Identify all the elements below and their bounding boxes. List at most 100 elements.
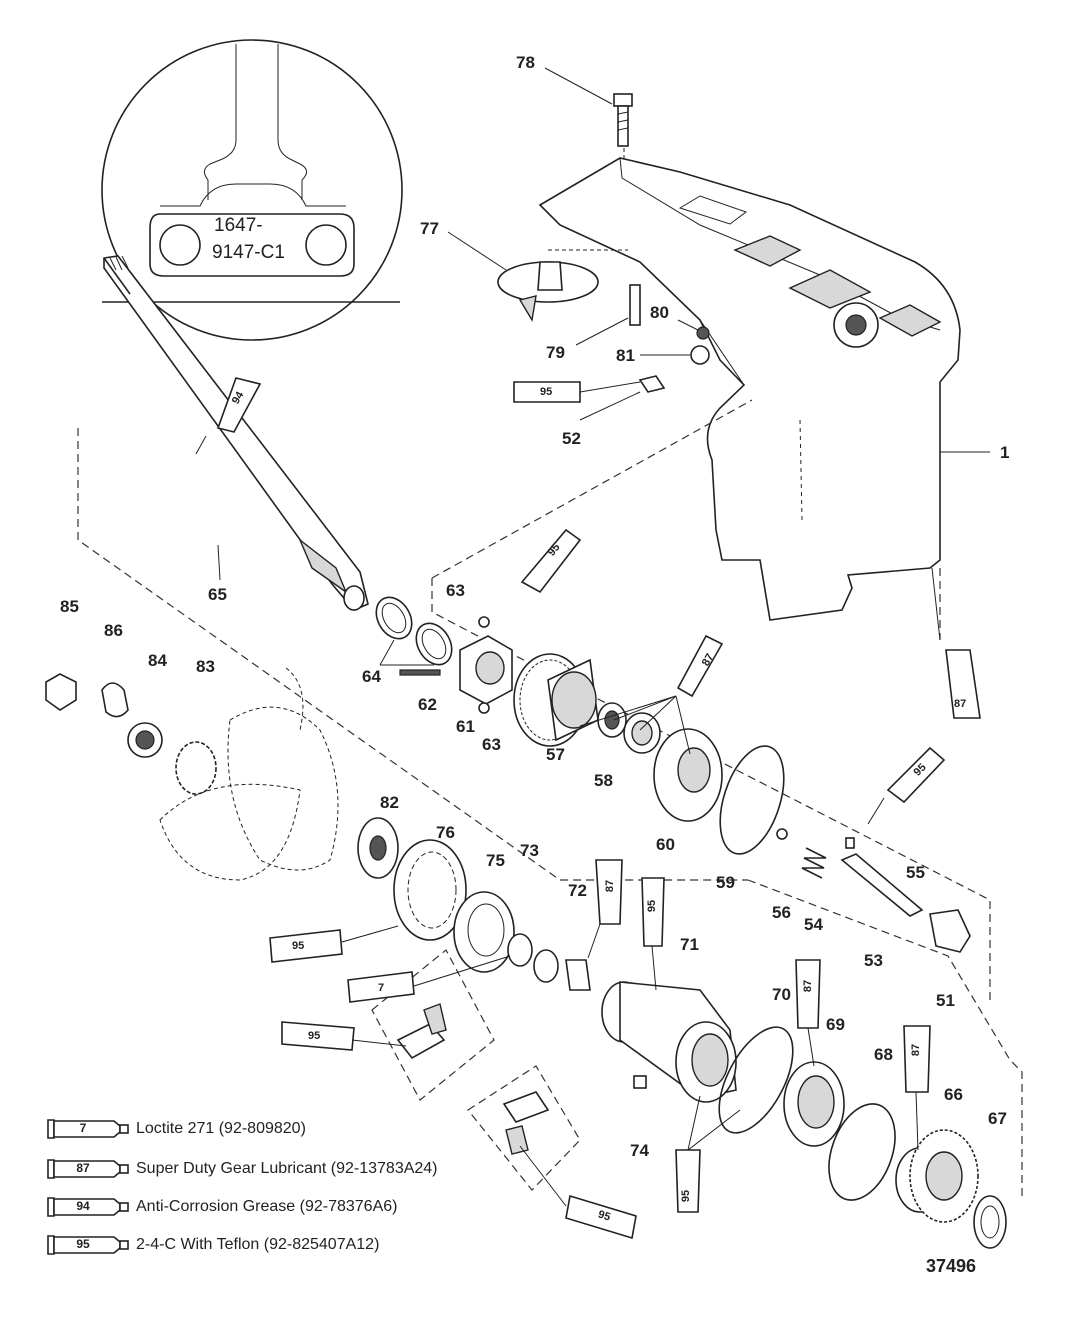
part-label-1: 1 (1000, 443, 1010, 462)
bearing-76 (393, 839, 467, 941)
tube-label-95-52: 95 (540, 386, 553, 398)
bearings-58 (597, 702, 661, 754)
tube-label-87-66: 87 (910, 1043, 923, 1057)
part-label-84: 84 (148, 651, 167, 670)
tube-icon: 94 (48, 1196, 128, 1218)
tube-label-95-71: 95 (646, 899, 659, 913)
tube-label-87-housing: 87 (954, 698, 967, 710)
legend-row-95: 95 2-4-C With Teflon (92-825407A12) (48, 1233, 379, 1257)
clutch-61 (399, 616, 513, 714)
bearing-carrier-71 (601, 981, 737, 1103)
propeller-shaft (103, 255, 369, 611)
part-label-63-top: 63 (446, 581, 465, 600)
part-label-53: 53 (864, 951, 883, 970)
drawing-number: 37496 (926, 1256, 977, 1276)
tube-icon: 95 (48, 1234, 128, 1256)
legend-text: Super Duty Gear Lubricant (92-13783A24) (136, 1160, 438, 1177)
part-label-57: 57 (546, 745, 565, 764)
tube-label-87-72: 87 (604, 879, 617, 893)
part-52 (579, 375, 666, 421)
tube-label-7-73: 7 (378, 982, 385, 994)
detail-circle (101, 39, 403, 341)
part-label-82: 82 (380, 793, 399, 812)
part-label-64: 64 (362, 667, 381, 686)
tube-label-95-left: 95 (308, 1030, 321, 1042)
shim-68 (828, 1103, 896, 1201)
part-label-85: 85 (60, 597, 79, 616)
part-label-76: 76 (436, 823, 455, 842)
part-label-58: 58 (594, 771, 613, 790)
part-60 (653, 728, 723, 822)
part-label-74: 74 (630, 1141, 649, 1160)
legend-row-94: 94 Anti-Corrosion Grease (92-78376A6) (48, 1195, 397, 1219)
legend-row-87: 87 Super Duty Gear Lubricant (92-13783A2… (48, 1157, 438, 1181)
part-label-72: 72 (568, 881, 587, 900)
part-77 (447, 231, 628, 322)
bolt-78 (544, 67, 633, 160)
part-label-68: 68 (874, 1045, 893, 1064)
legend-text: 2-4-C With Teflon (92-825407A12) (136, 1236, 380, 1253)
part-label-59: 59 (716, 873, 735, 892)
tube-label-95-76: 95 (292, 940, 305, 952)
part-label-79: 79 (546, 343, 565, 362)
tube-label-87-69: 87 (802, 979, 815, 993)
part-label-73: 73 (520, 841, 539, 860)
part-label-65: 65 (208, 585, 227, 604)
tube-label-95-70: 95 (680, 1189, 693, 1203)
part-label-69: 69 (826, 1015, 845, 1034)
washer-82 (357, 817, 399, 879)
part-label-86: 86 (104, 621, 123, 640)
bearing-72 (565, 959, 591, 991)
part-label-75: 75 (486, 851, 505, 870)
seals-73 (507, 933, 559, 983)
part-label-80: 80 (650, 303, 669, 322)
gear-housing (538, 157, 990, 621)
part-label-54: 54 (804, 915, 823, 934)
inset-parts (396, 1003, 550, 1155)
o-ring-70 (718, 1026, 794, 1134)
propeller-nut-stack (45, 673, 217, 795)
leader-lines (195, 381, 941, 1207)
legend-row-7: 7 Loctite 271 (92-809820) (48, 1117, 306, 1141)
shift-parts (776, 828, 971, 953)
grease-tubes (216, 377, 981, 1240)
part-label-52: 52 (562, 429, 581, 448)
part-label-81: 81 (616, 346, 635, 365)
legend-code: 87 (76, 1161, 90, 1175)
retainer-75 (453, 891, 515, 973)
part-label-71: 71 (680, 935, 699, 954)
propeller (159, 667, 339, 881)
part-label-67: 67 (988, 1109, 1007, 1128)
bearing-69 (783, 1061, 845, 1147)
part-label-56: 56 (772, 903, 791, 922)
gear-57 (513, 653, 599, 747)
part-label-78: 78 (516, 53, 535, 72)
part-label-60: 60 (656, 835, 675, 854)
part-label-83: 83 (196, 657, 215, 676)
bearing-67 (973, 1195, 1007, 1249)
legend-text: Loctite 271 (92-809820) (136, 1120, 306, 1137)
detail-callout-line2: 9147-C1 (212, 242, 285, 263)
fasteners-79-81 (575, 284, 710, 365)
o-ring-59 (719, 745, 785, 855)
part-label-55: 55 (906, 863, 925, 882)
part-label-63-bottom: 63 (482, 735, 501, 754)
part-label-51: 51 (936, 991, 955, 1010)
legend-code: 7 (79, 1121, 87, 1135)
part-label-66: 66 (944, 1085, 963, 1104)
gear-66 (895, 1129, 979, 1223)
legend-tubes (47, 1119, 129, 1255)
part-label-62: 62 (418, 695, 437, 714)
legend-text: Anti-Corrosion Grease (92-78376A6) (136, 1198, 398, 1215)
tube-icon: 87 (48, 1158, 128, 1180)
legend-code: 94 (76, 1199, 90, 1213)
detail-callout-line1: 1647- (214, 215, 263, 236)
tube-icon: 7 (48, 1118, 128, 1140)
part-label-61: 61 (456, 717, 475, 736)
legend-code: 95 (76, 1237, 90, 1251)
part-label-77: 77 (420, 219, 439, 238)
rings-64 (375, 596, 453, 666)
part-label-70: 70 (772, 985, 791, 1004)
